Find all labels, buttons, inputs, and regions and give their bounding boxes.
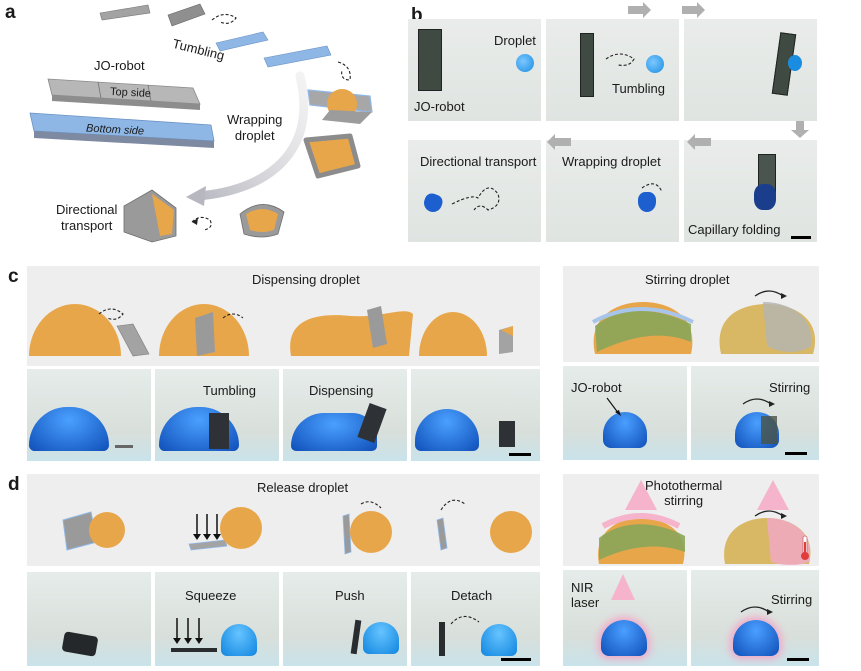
panel-c-photos: Tumbling Dispensing	[27, 369, 540, 461]
panel-label-a: a	[5, 2, 16, 23]
arrow-b-4	[687, 134, 711, 150]
label-stirring-f: Stirring	[771, 592, 813, 607]
wrapped-cube	[303, 133, 361, 179]
panel-c-schematic: Dispensing droplet	[27, 266, 540, 366]
label-jo-robot-e: JO-robot	[571, 380, 622, 395]
robot-flip-2	[167, 3, 206, 27]
droplet-photo	[516, 54, 534, 72]
arrow-b-5	[547, 134, 571, 150]
d-droplet-1	[89, 512, 125, 548]
label-stirring-e: Stirring	[769, 380, 811, 395]
scale-bar-c	[509, 453, 531, 456]
panel-e-schematic: Stirring droplet	[563, 266, 819, 362]
label-dispensing: Dispensing	[309, 383, 374, 398]
robot-wrap-side	[322, 110, 372, 124]
d-robot-detach	[436, 517, 448, 551]
f-laser-2	[757, 480, 789, 510]
thermometer-icon	[801, 535, 809, 560]
label-jo-robot: JO-robot	[94, 58, 145, 73]
panel-f-schematic: Photothermal stirring	[563, 474, 819, 566]
label-directional-transport: Directional transport	[56, 202, 118, 233]
panel-a-schematic	[29, 3, 373, 243]
c-robot-flat	[116, 323, 150, 357]
label-push: Push	[335, 588, 365, 603]
label-nir-laser: NIR laser	[571, 580, 600, 610]
d-photo-2: Squeeze	[155, 572, 279, 666]
arrow-b-1	[628, 2, 651, 18]
panel-b: Droplet JO-robot Tumbling Directional tr…	[405, 0, 861, 260]
c-photo-1	[27, 369, 151, 461]
b-photo-5: Wrapping droplet	[546, 140, 679, 242]
label-tumbling-c: Tumbling	[203, 383, 256, 398]
tumble-arrow-1	[211, 13, 237, 24]
f-photo-1: NIR laser	[563, 570, 687, 666]
label-top-side: Top side	[109, 85, 152, 101]
panel-c-title: Dispensing droplet	[252, 272, 360, 287]
c-droplet-3	[290, 311, 413, 356]
scale-bar-d	[501, 658, 531, 661]
tumble-arrow-2	[337, 61, 351, 81]
f-photo-2: Stirring	[691, 570, 819, 666]
label-detach: Detach	[451, 588, 493, 603]
d-droplet-3	[350, 511, 392, 553]
b-photo-4: Capillary folding	[684, 140, 817, 242]
panel-e-title: Stirring droplet	[645, 272, 730, 287]
panel-a: Tumbling JO-robot Top side Bottom side W…	[0, 0, 400, 260]
panel-b-arrows	[547, 2, 809, 150]
panel-label-d: d	[8, 474, 20, 495]
robot-blue-4	[263, 45, 332, 68]
transport-cube-droplet	[152, 194, 174, 236]
label-wrapping-droplet: Wrapping droplet	[227, 112, 283, 143]
scale-bar-e	[785, 452, 807, 455]
arrow-b-2	[682, 2, 705, 18]
label-directional-transport-b: Directional transport	[420, 154, 537, 169]
label-tumbling-b: Tumbling	[612, 81, 665, 96]
c-photo-4	[411, 369, 540, 461]
label-jo-robot-b: JO-robot	[414, 99, 465, 114]
transport-arc-arrow	[193, 71, 309, 201]
c-droplet-4	[419, 312, 487, 356]
panel-f-photos: NIR laser Stirring	[563, 570, 819, 666]
scale-bar-f	[787, 658, 809, 661]
b-photo-2: Tumbling	[546, 19, 679, 121]
panel-f-title: Photothermal stirring	[645, 478, 723, 508]
e-photo-1: JO-robot	[563, 366, 687, 460]
scale-bar-b	[791, 236, 811, 239]
e-photo-2: Stirring	[691, 366, 819, 460]
c-photo-2: Tumbling	[155, 369, 279, 461]
jo-robot-photo	[418, 29, 442, 91]
d-robot-squeezed	[188, 539, 228, 551]
d-robot-push	[342, 513, 352, 555]
b-photo-6: Directional transport	[408, 140, 541, 242]
panel-label-c: c	[8, 266, 19, 287]
jo-robot-bottom-front	[34, 131, 214, 148]
label-wrapping-droplet-b: Wrapping droplet	[562, 154, 661, 169]
d-droplet-2	[220, 507, 262, 549]
d-droplet-4	[490, 511, 532, 553]
label-droplet: Droplet	[494, 33, 536, 48]
b-photo-1: Droplet JO-robot	[408, 19, 541, 121]
panel-e-photos: JO-robot Stirring	[563, 366, 819, 460]
panel-d-schematic: Release droplet	[27, 474, 540, 566]
arrow-b-3	[791, 121, 809, 138]
c-droplet-1	[29, 304, 121, 356]
d-photo-3: Push	[283, 572, 407, 666]
transport-arrow	[191, 216, 212, 231]
label-squeeze: Squeeze	[185, 588, 237, 603]
panel-label-b: b	[411, 5, 423, 26]
panel-d-photos: Squeeze Push Detach	[27, 572, 540, 666]
c-photo-3: Dispensing	[283, 369, 407, 461]
transport-arc-arrowhead	[186, 186, 206, 206]
jo-robot-top-front	[52, 95, 200, 110]
label-capillary-folding: Capillary folding	[688, 222, 781, 237]
robot-blue-3	[215, 31, 269, 52]
d-photo-1	[27, 572, 151, 666]
b-photo-3	[684, 19, 817, 121]
f-laser-1	[625, 480, 657, 510]
d-photo-4: Detach	[411, 572, 540, 666]
robot-flat-1	[99, 4, 151, 21]
panel-d-title: Release droplet	[257, 480, 349, 495]
